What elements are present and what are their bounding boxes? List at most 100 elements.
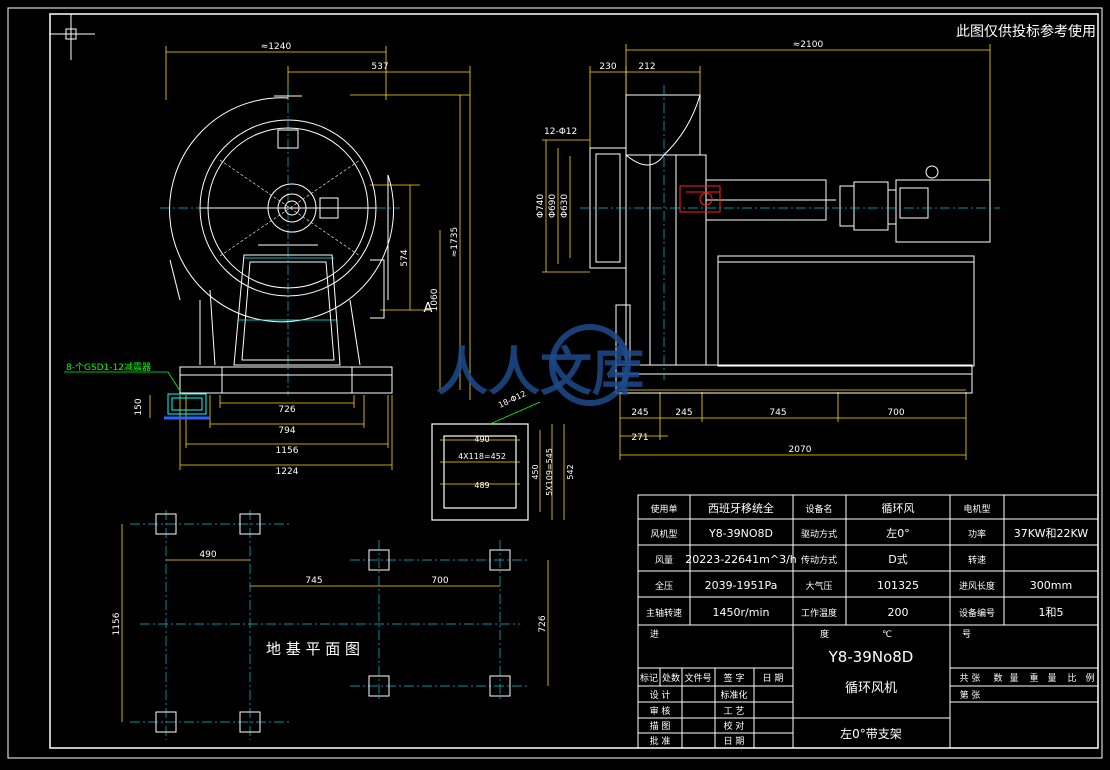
title-block-cell: 使用单 bbox=[650, 503, 677, 515]
dim-base-1224: 1224 bbox=[276, 467, 299, 477]
section-mark-a: A bbox=[424, 301, 433, 316]
title-block-cell: 300mm bbox=[1030, 579, 1072, 592]
isolator-label: 8-个GSD1-12减震器 bbox=[66, 361, 151, 373]
flange-h1: 450 bbox=[531, 464, 540, 479]
motor bbox=[895, 165, 991, 243]
bearing-flange bbox=[679, 185, 721, 213]
dim-side-212: 212 bbox=[638, 62, 655, 72]
watermark: 人人文库 bbox=[436, 343, 644, 403]
tb-r1b: 标准化 bbox=[720, 689, 747, 701]
title-block-cell: 101325 bbox=[877, 579, 919, 592]
dim-side-total: 2070 bbox=[789, 445, 812, 455]
dim-side-700: 700 bbox=[887, 408, 904, 418]
dim-overall-width: ≈1240 bbox=[261, 42, 292, 52]
dim-base-726: 726 bbox=[278, 405, 295, 415]
dim-isolator-height: 150 bbox=[134, 398, 144, 415]
title-block-cell: 主轴转速 bbox=[646, 607, 682, 619]
tb-h1: 标记 bbox=[640, 672, 658, 684]
tb-h5: 日 期 bbox=[763, 673, 784, 684]
tb-right-r1: 共 张 bbox=[960, 673, 981, 684]
flange-w1: 490 bbox=[474, 435, 489, 444]
tb-right-r2: 第 张 bbox=[960, 689, 981, 701]
side-view: ≈2100 230 212 Φ740 Φ690 Φ630 12-Φ12 245 … bbox=[536, 40, 1000, 460]
title-block-cell: Y8-39NO8D bbox=[708, 527, 773, 540]
title-block-cell: 循环风 bbox=[882, 502, 915, 515]
tb-r3b: 校 对 bbox=[724, 720, 745, 732]
title-block-cell: 2039-1951Pa bbox=[705, 579, 778, 592]
dim-height-total: ≈1735 bbox=[450, 227, 460, 257]
tb-h4: 签 字 bbox=[724, 672, 745, 684]
tb-r1a: 设 计 bbox=[650, 689, 671, 701]
tb-r4a: 批 准 bbox=[650, 735, 671, 747]
tb-right-r1c: 量 bbox=[1009, 673, 1018, 684]
dim-dia-690: Φ690 bbox=[548, 194, 558, 219]
dim-side-745: 745 bbox=[769, 408, 786, 418]
found-dim-700: 700 bbox=[431, 576, 448, 586]
drawing-frame bbox=[49, 13, 1099, 749]
tb-right-r1e: 量 bbox=[1047, 673, 1056, 684]
dim-height-upper: 574 bbox=[400, 249, 410, 266]
title-block-cell: 电机型 bbox=[963, 503, 990, 515]
title-block-cell: 设备编号 bbox=[959, 607, 995, 619]
dim-half-width: 537 bbox=[371, 62, 388, 72]
flange-h2: 542 bbox=[566, 464, 575, 479]
tb-right-r1d: 重 bbox=[1029, 672, 1038, 684]
found-dim-745: 745 bbox=[305, 576, 322, 586]
tb-right-r1f: 比 bbox=[1067, 672, 1076, 684]
tb-name: 循环风机 bbox=[845, 681, 897, 696]
tb-num: 号 bbox=[962, 629, 971, 640]
dim-side-230: 230 bbox=[599, 62, 616, 72]
title-block-cell: 风机型 bbox=[650, 528, 677, 540]
tb-note-left: 进 bbox=[650, 629, 659, 640]
dim-side-bolts: 12-Φ12 bbox=[544, 127, 577, 137]
dim-height-mid: 1060 bbox=[430, 288, 440, 311]
found-dim-490: 490 bbox=[199, 550, 216, 560]
title-block-cell: 设备名 bbox=[805, 503, 832, 515]
flange-w2: 489 bbox=[474, 481, 489, 490]
title-block-cell: 37KW和22KW bbox=[1014, 527, 1089, 540]
dim-base-794: 794 bbox=[278, 426, 295, 436]
tb-r2b: 工 艺 bbox=[724, 706, 745, 717]
tb-h2: 处数 bbox=[662, 672, 680, 684]
ucs-icon bbox=[50, 14, 95, 60]
bid-reference-note: 此图仅供投标参考使用 bbox=[956, 23, 1096, 40]
tb-degree-unit: ℃ bbox=[882, 630, 892, 640]
title-block-cell: 1450r/min bbox=[713, 606, 770, 619]
title-block-cell: 进风长度 bbox=[959, 580, 995, 592]
title-block-cell: 大气压 bbox=[805, 580, 832, 592]
dim-side-245a: 245 bbox=[631, 408, 648, 418]
title-block-cell: 风量 bbox=[655, 555, 673, 566]
vibration-isolator bbox=[164, 393, 210, 420]
title-block-cell: 驱动方式 bbox=[801, 528, 837, 540]
found-dim-1156: 1156 bbox=[112, 612, 122, 635]
title-block-sign: 进 度 ℃ 号 标记 处数 文件号 签 字 日 期 设 计 标准化 审 核 工 … bbox=[640, 628, 1095, 747]
title-block bbox=[637, 494, 1099, 749]
watermark-logo-icon bbox=[549, 324, 631, 406]
title-block-cell: 左0° bbox=[886, 527, 910, 540]
flange-pitch: 4X118=452 bbox=[458, 452, 506, 461]
title-block-cell: 转速 bbox=[968, 554, 986, 566]
dim-side-245b: 245 bbox=[675, 408, 692, 418]
tb-rotation: 左0°带支架 bbox=[840, 726, 902, 741]
tb-right-r1b: 数 bbox=[993, 672, 1002, 684]
tb-r3a: 描 图 bbox=[650, 720, 671, 732]
title-block-cell: 工作温度 bbox=[801, 607, 837, 619]
found-dim-726: 726 bbox=[538, 615, 548, 632]
tb-degree: 度 bbox=[820, 628, 829, 640]
title-block-cell: 全压 bbox=[655, 580, 673, 592]
title-block-cell: 传动方式 bbox=[801, 554, 837, 566]
foundation-title: 地 基 平 面 图 bbox=[266, 640, 360, 658]
dim-base-1156: 1156 bbox=[276, 446, 299, 456]
title-block-cell: 20223-22641m^3/h bbox=[685, 553, 797, 566]
front-view: ≈1240 537 ≈1735 1060 574 726 794 1156 12… bbox=[64, 42, 471, 477]
title-block-cell: 200 bbox=[888, 606, 909, 619]
dim-dia-740: Φ740 bbox=[536, 194, 546, 219]
dim-side-271: 271 bbox=[631, 433, 648, 443]
title-block-cell: 1和5 bbox=[1039, 606, 1064, 619]
title-block-cell: 西班牙移统全 bbox=[708, 501, 774, 515]
outer-border bbox=[7, 7, 1103, 759]
tb-r4b: 日 期 bbox=[724, 736, 745, 747]
